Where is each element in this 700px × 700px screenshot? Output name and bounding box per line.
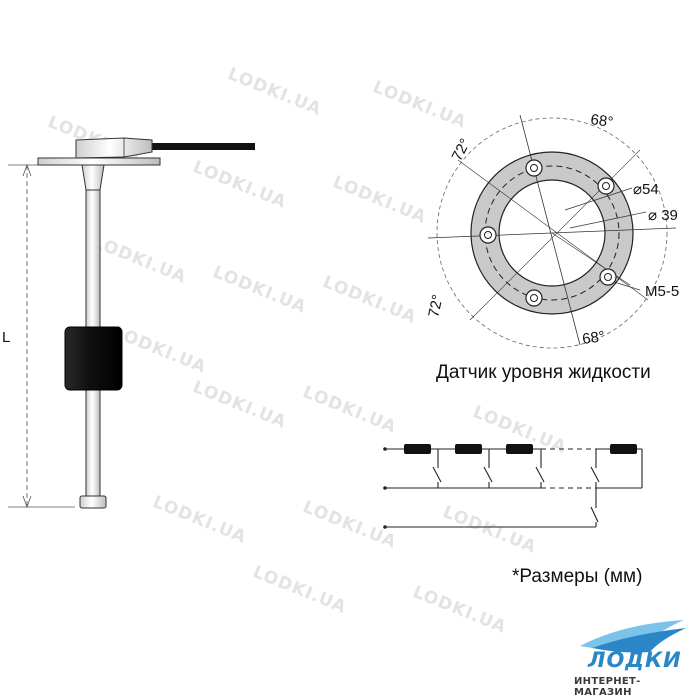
boat-icon [580,620,686,653]
angle-label: 68° [581,328,606,348]
outer-diameter-label: ⌀54 [633,181,659,198]
angle-label: 68° [589,111,614,131]
logo-subtitle: ИНТЕРНЕТ-МАГАЗИН [574,676,641,698]
resistors [404,444,637,454]
schematic-nodes [383,447,387,529]
angle-label: 72° [449,136,475,164]
wiring-schematic [385,448,643,528]
inner-diameter-label: ⌀ 39 [648,207,678,224]
diagram-caption: Датчик уровня жидкости [436,362,651,383]
thread-label: M5-5 [645,283,679,300]
angle-label: 72° [425,293,446,319]
units-note: *Размеры (мм) [512,566,643,587]
sensor-side-view [8,137,255,509]
logo: ЛОДКИ ИНТЕРНЕТ-МАГАЗИН [572,618,694,698]
logo-name: ЛОДКИ [588,648,682,672]
length-label: L [2,329,10,346]
flange-top-view [427,114,677,349]
